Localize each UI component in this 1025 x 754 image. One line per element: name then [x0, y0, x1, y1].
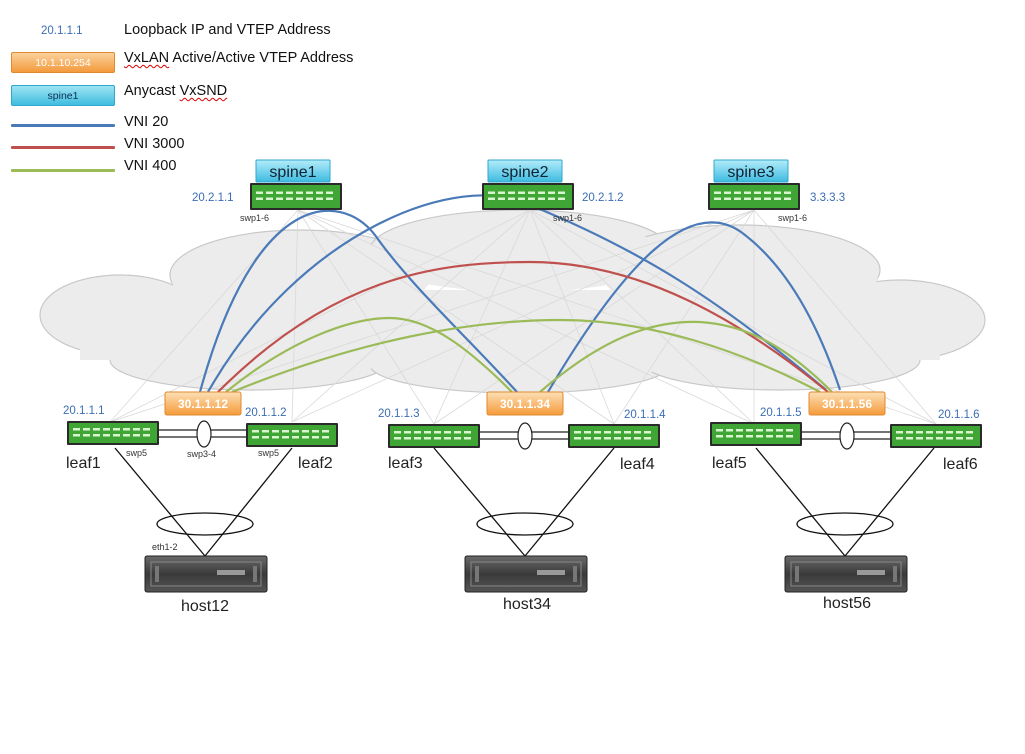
peerlink-label: swp3-4: [187, 449, 216, 459]
vtep-34-label: 30.1.1.34: [500, 397, 550, 411]
leaf3-ip: 20.1.1.3: [378, 408, 420, 420]
host56-server: [784, 555, 908, 593]
leaf-1-switch: [67, 421, 159, 445]
legend-vtep-sample: 10.1.10.254: [11, 52, 115, 73]
spine-2-name: spine2: [501, 164, 548, 181]
legend-loopback-label: Loopback IP and VTEP Address: [124, 22, 331, 38]
leaf1-ip: 20.1.1.1: [63, 405, 105, 417]
spine1-ports: swp1-6: [240, 213, 269, 223]
spine-1-anycast-label: spine1: [255, 159, 331, 183]
spine-1-name: spine1: [269, 164, 316, 181]
host34-name: host34: [503, 596, 551, 613]
legend-vtep-sample-text: 10.1.10.254: [35, 56, 91, 69]
legend-vni20-line: [11, 124, 115, 127]
spine-2: spine2: [482, 159, 574, 210]
spine-2-switch: [482, 183, 574, 210]
legend-loopback-sample: 20.1.1.1: [41, 25, 83, 37]
spine-3-anycast-label: spine3: [713, 159, 789, 183]
spine-3: spine3: [708, 159, 800, 210]
spine1-ip: 20.2.1.1: [192, 192, 234, 204]
peer-links: [158, 420, 892, 450]
spine3-ports: swp1-6: [778, 213, 807, 223]
host-links: [114, 447, 935, 557]
ip-fabric-cloud: [39, 209, 986, 394]
spine-1: spine1: [250, 159, 342, 210]
spine-3-name: spine3: [727, 164, 774, 181]
legend-vni400-label: VNI 400: [124, 158, 177, 174]
leaf2-swp-label: swp5: [258, 448, 279, 458]
legend-vtep-label: VxLAN Active/Active VTEP Address: [124, 50, 353, 66]
legend-vni20-label: VNI 20: [124, 114, 169, 130]
spine-1-switch: [250, 183, 342, 210]
leaf6-ip: 20.1.1.6: [938, 409, 980, 421]
legend-anycast-sample-text: spine1: [47, 89, 79, 102]
legend-vni3000-label: VNI 3000: [124, 136, 185, 152]
leaf1-swp-label: swp5: [126, 448, 147, 458]
host12-name: host12: [181, 598, 229, 615]
legend-anycast-label: Anycast VxSND: [124, 83, 227, 99]
leaf4-ip: 20.1.1.4: [624, 409, 666, 421]
leaf2-ip: 20.1.1.2: [245, 407, 287, 419]
legend-vni400-line: [11, 169, 115, 172]
legend-vtep-rest: Active/Active VTEP Address: [169, 50, 354, 66]
leaf3-name: leaf3: [388, 455, 423, 472]
host56-name: host56: [823, 595, 871, 612]
spine2-ports: swp1-6: [553, 213, 582, 223]
leaf6-name: leaf6: [943, 456, 978, 473]
legend-vni3000-line: [11, 146, 115, 149]
legend-anycast-wavy: VxSND: [179, 83, 228, 99]
host34-server: [464, 555, 588, 593]
vtep-12-label: 30.1.1.12: [178, 397, 228, 411]
spine3-ip: 3.3.3.3: [810, 192, 845, 204]
spine-2-anycast-label: spine2: [487, 159, 563, 183]
vtep-box-12: 30.1.1.12: [164, 391, 242, 416]
vtep-56-label: 30.1.1.56: [822, 397, 872, 411]
leaf-4-switch: [568, 424, 660, 448]
leaf5-ip: 20.1.1.5: [760, 407, 802, 419]
leaf1-name: leaf1: [66, 455, 101, 472]
vtep-box-34: 30.1.1.34: [486, 391, 564, 416]
leaf5-name: leaf5: [712, 455, 747, 472]
leaf-2-switch: [246, 423, 338, 447]
host12-server: [144, 555, 268, 593]
legend-anycast-prefix: Anycast: [124, 83, 180, 99]
host-eth-label: eth1-2: [152, 542, 178, 552]
leaf4-name: leaf4: [620, 456, 655, 473]
spine-leaf-mesh: [109, 209, 937, 425]
leaf-6-switch: [890, 424, 982, 448]
leaf-5-switch: [710, 422, 802, 446]
leaf2-name: leaf2: [298, 455, 333, 472]
leaf-3-switch: [388, 424, 480, 448]
vtep-box-56: 30.1.1.56: [808, 391, 886, 416]
legend-anycast-sample: spine1: [11, 85, 115, 106]
legend-vtep-prefix: VxLAN: [124, 50, 170, 66]
vni-400-tunnels: [225, 316, 833, 394]
spine-3-switch: [708, 183, 800, 210]
spine2-ip: 20.2.1.2: [582, 192, 624, 204]
